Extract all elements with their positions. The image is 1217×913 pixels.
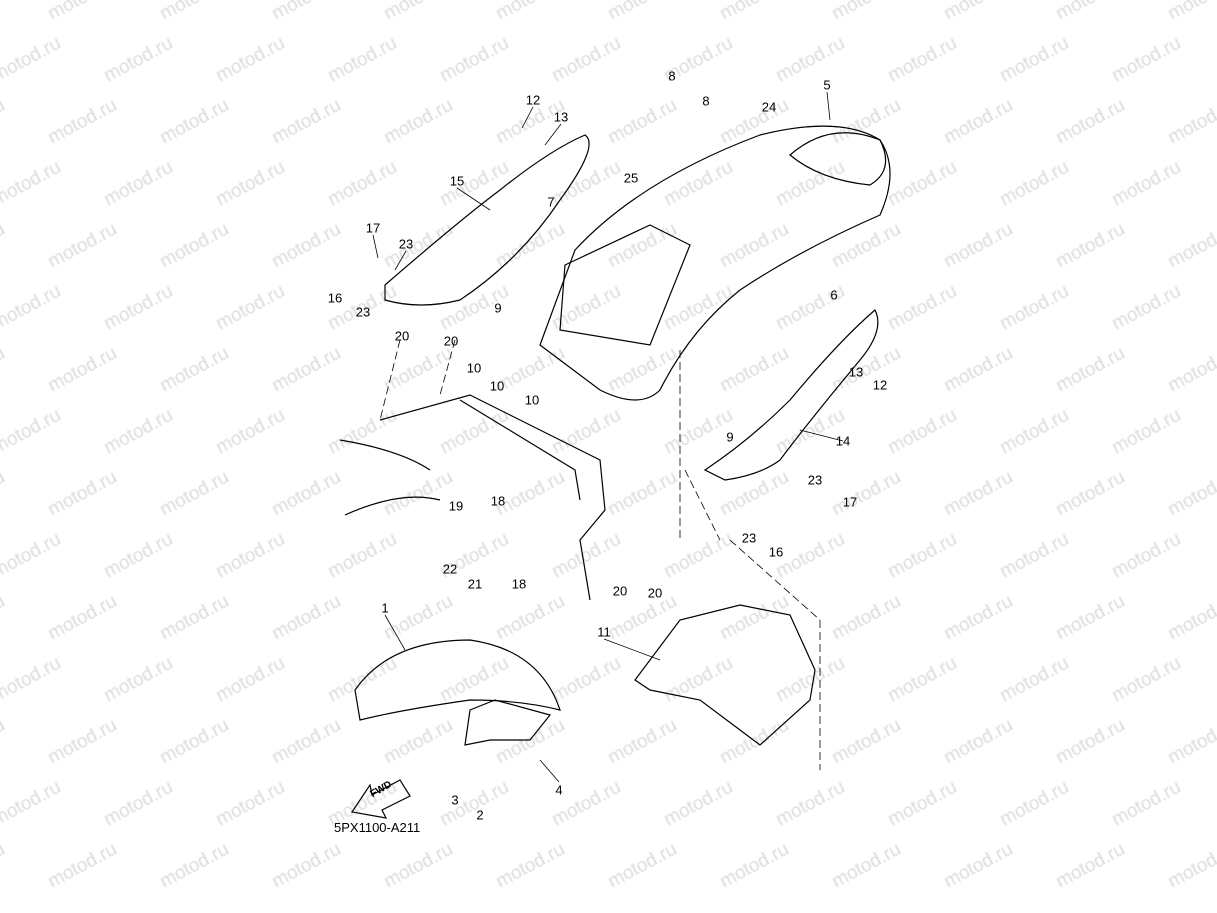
callout-21: 21 [467, 576, 483, 592]
callout-22: 22 [442, 561, 458, 577]
callout-18: 18 [511, 576, 527, 592]
callout-13: 13 [848, 364, 864, 380]
callout-23: 23 [355, 304, 371, 320]
callout-16: 16 [327, 290, 343, 306]
callout-10: 10 [524, 392, 540, 408]
callout-6: 6 [830, 287, 838, 303]
frame [339, 394, 606, 601]
fwd-arrow [350, 779, 411, 819]
callout-23: 23 [741, 530, 757, 546]
callout-17: 17 [365, 220, 381, 236]
rear-fender-5 [539, 125, 891, 401]
callout-8: 8 [702, 93, 710, 109]
callout-7: 7 [547, 194, 555, 210]
callout-23: 23 [398, 236, 414, 252]
callout-11: 11 [597, 624, 611, 640]
side-cover-14 [703, 309, 879, 481]
callout-13: 13 [553, 109, 569, 125]
callout-20: 20 [443, 333, 459, 349]
callout-15: 15 [449, 173, 465, 189]
callout-20: 20 [647, 585, 663, 601]
callout-8: 8 [668, 68, 676, 84]
callout-18: 18 [490, 493, 506, 509]
callout-10: 10 [466, 360, 482, 376]
callout-25: 25 [623, 170, 639, 186]
callout-20: 20 [394, 328, 410, 344]
seat-hump [789, 132, 887, 186]
callout-9: 9 [494, 300, 502, 316]
side-cover-15 [384, 134, 590, 306]
diagram-code: 5PX1100-A211 [334, 820, 421, 835]
callout-1: 1 [381, 600, 389, 616]
front-fender-1 [354, 639, 561, 721]
callout-12: 12 [525, 92, 541, 108]
callout-23: 23 [807, 472, 823, 488]
callout-10: 10 [489, 378, 505, 394]
callout-2: 2 [476, 807, 484, 823]
flap-11 [634, 604, 816, 746]
leader-lines [372, 91, 844, 783]
callout-9: 9 [726, 429, 734, 445]
callout-12: 12 [872, 377, 888, 393]
callout-16: 16 [768, 544, 784, 560]
callout-5: 5 [823, 77, 831, 93]
front-fender-bracket [464, 699, 552, 746]
callout-14: 14 [835, 433, 851, 449]
callout-19: 19 [448, 498, 464, 514]
callout-4: 4 [555, 782, 563, 798]
callout-3: 3 [451, 792, 459, 808]
callout-20: 20 [612, 583, 628, 599]
callout-24: 24 [761, 99, 777, 115]
rear-fender-inner [559, 224, 691, 346]
callout-17: 17 [842, 494, 858, 510]
